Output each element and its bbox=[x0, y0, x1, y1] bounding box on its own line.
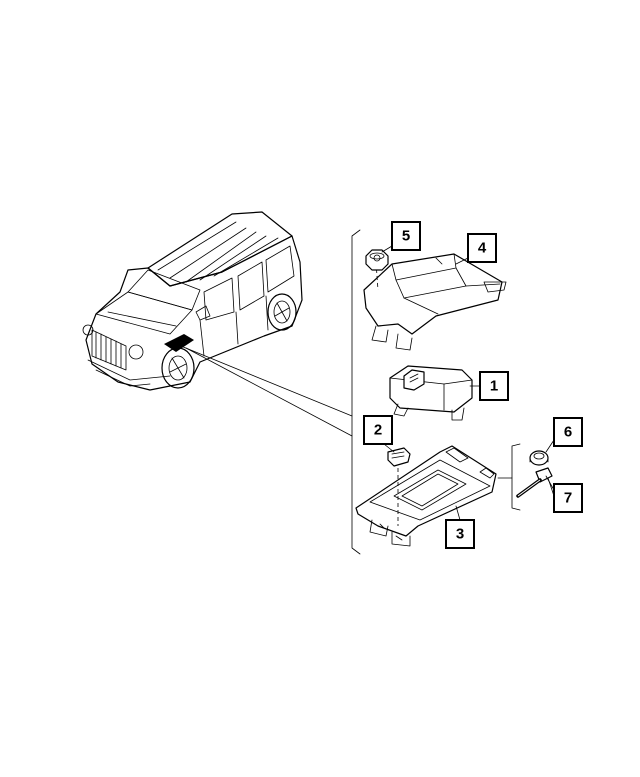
part-6-nut bbox=[529, 450, 549, 466]
part-1-module bbox=[389, 365, 473, 421]
callout-5: 5 bbox=[391, 221, 421, 251]
vehicle-illustration bbox=[82, 211, 303, 391]
part-5-nut bbox=[365, 249, 389, 271]
callout-label: 4 bbox=[478, 240, 487, 257]
part-7-bolt bbox=[516, 467, 555, 498]
callout-leaders bbox=[381, 245, 555, 521]
part-3-bracket bbox=[355, 445, 497, 547]
callout-label: 3 bbox=[456, 526, 464, 543]
callout-label: 1 bbox=[490, 378, 498, 395]
part-4-cover bbox=[363, 253, 507, 351]
callout-7: 7 bbox=[553, 483, 583, 513]
callout-label: 6 bbox=[564, 424, 572, 441]
callout-3: 3 bbox=[445, 519, 475, 549]
part-2-clip bbox=[387, 447, 411, 467]
callout-4: 4 bbox=[467, 233, 497, 263]
callout-1: 1 bbox=[479, 371, 509, 401]
callout-label: 7 bbox=[564, 490, 572, 507]
callout-label: 5 bbox=[402, 228, 410, 245]
leader-lines bbox=[175, 229, 521, 555]
callout-2: 2 bbox=[363, 415, 393, 445]
callout-label: 2 bbox=[374, 422, 382, 439]
callout-6: 6 bbox=[553, 417, 583, 447]
